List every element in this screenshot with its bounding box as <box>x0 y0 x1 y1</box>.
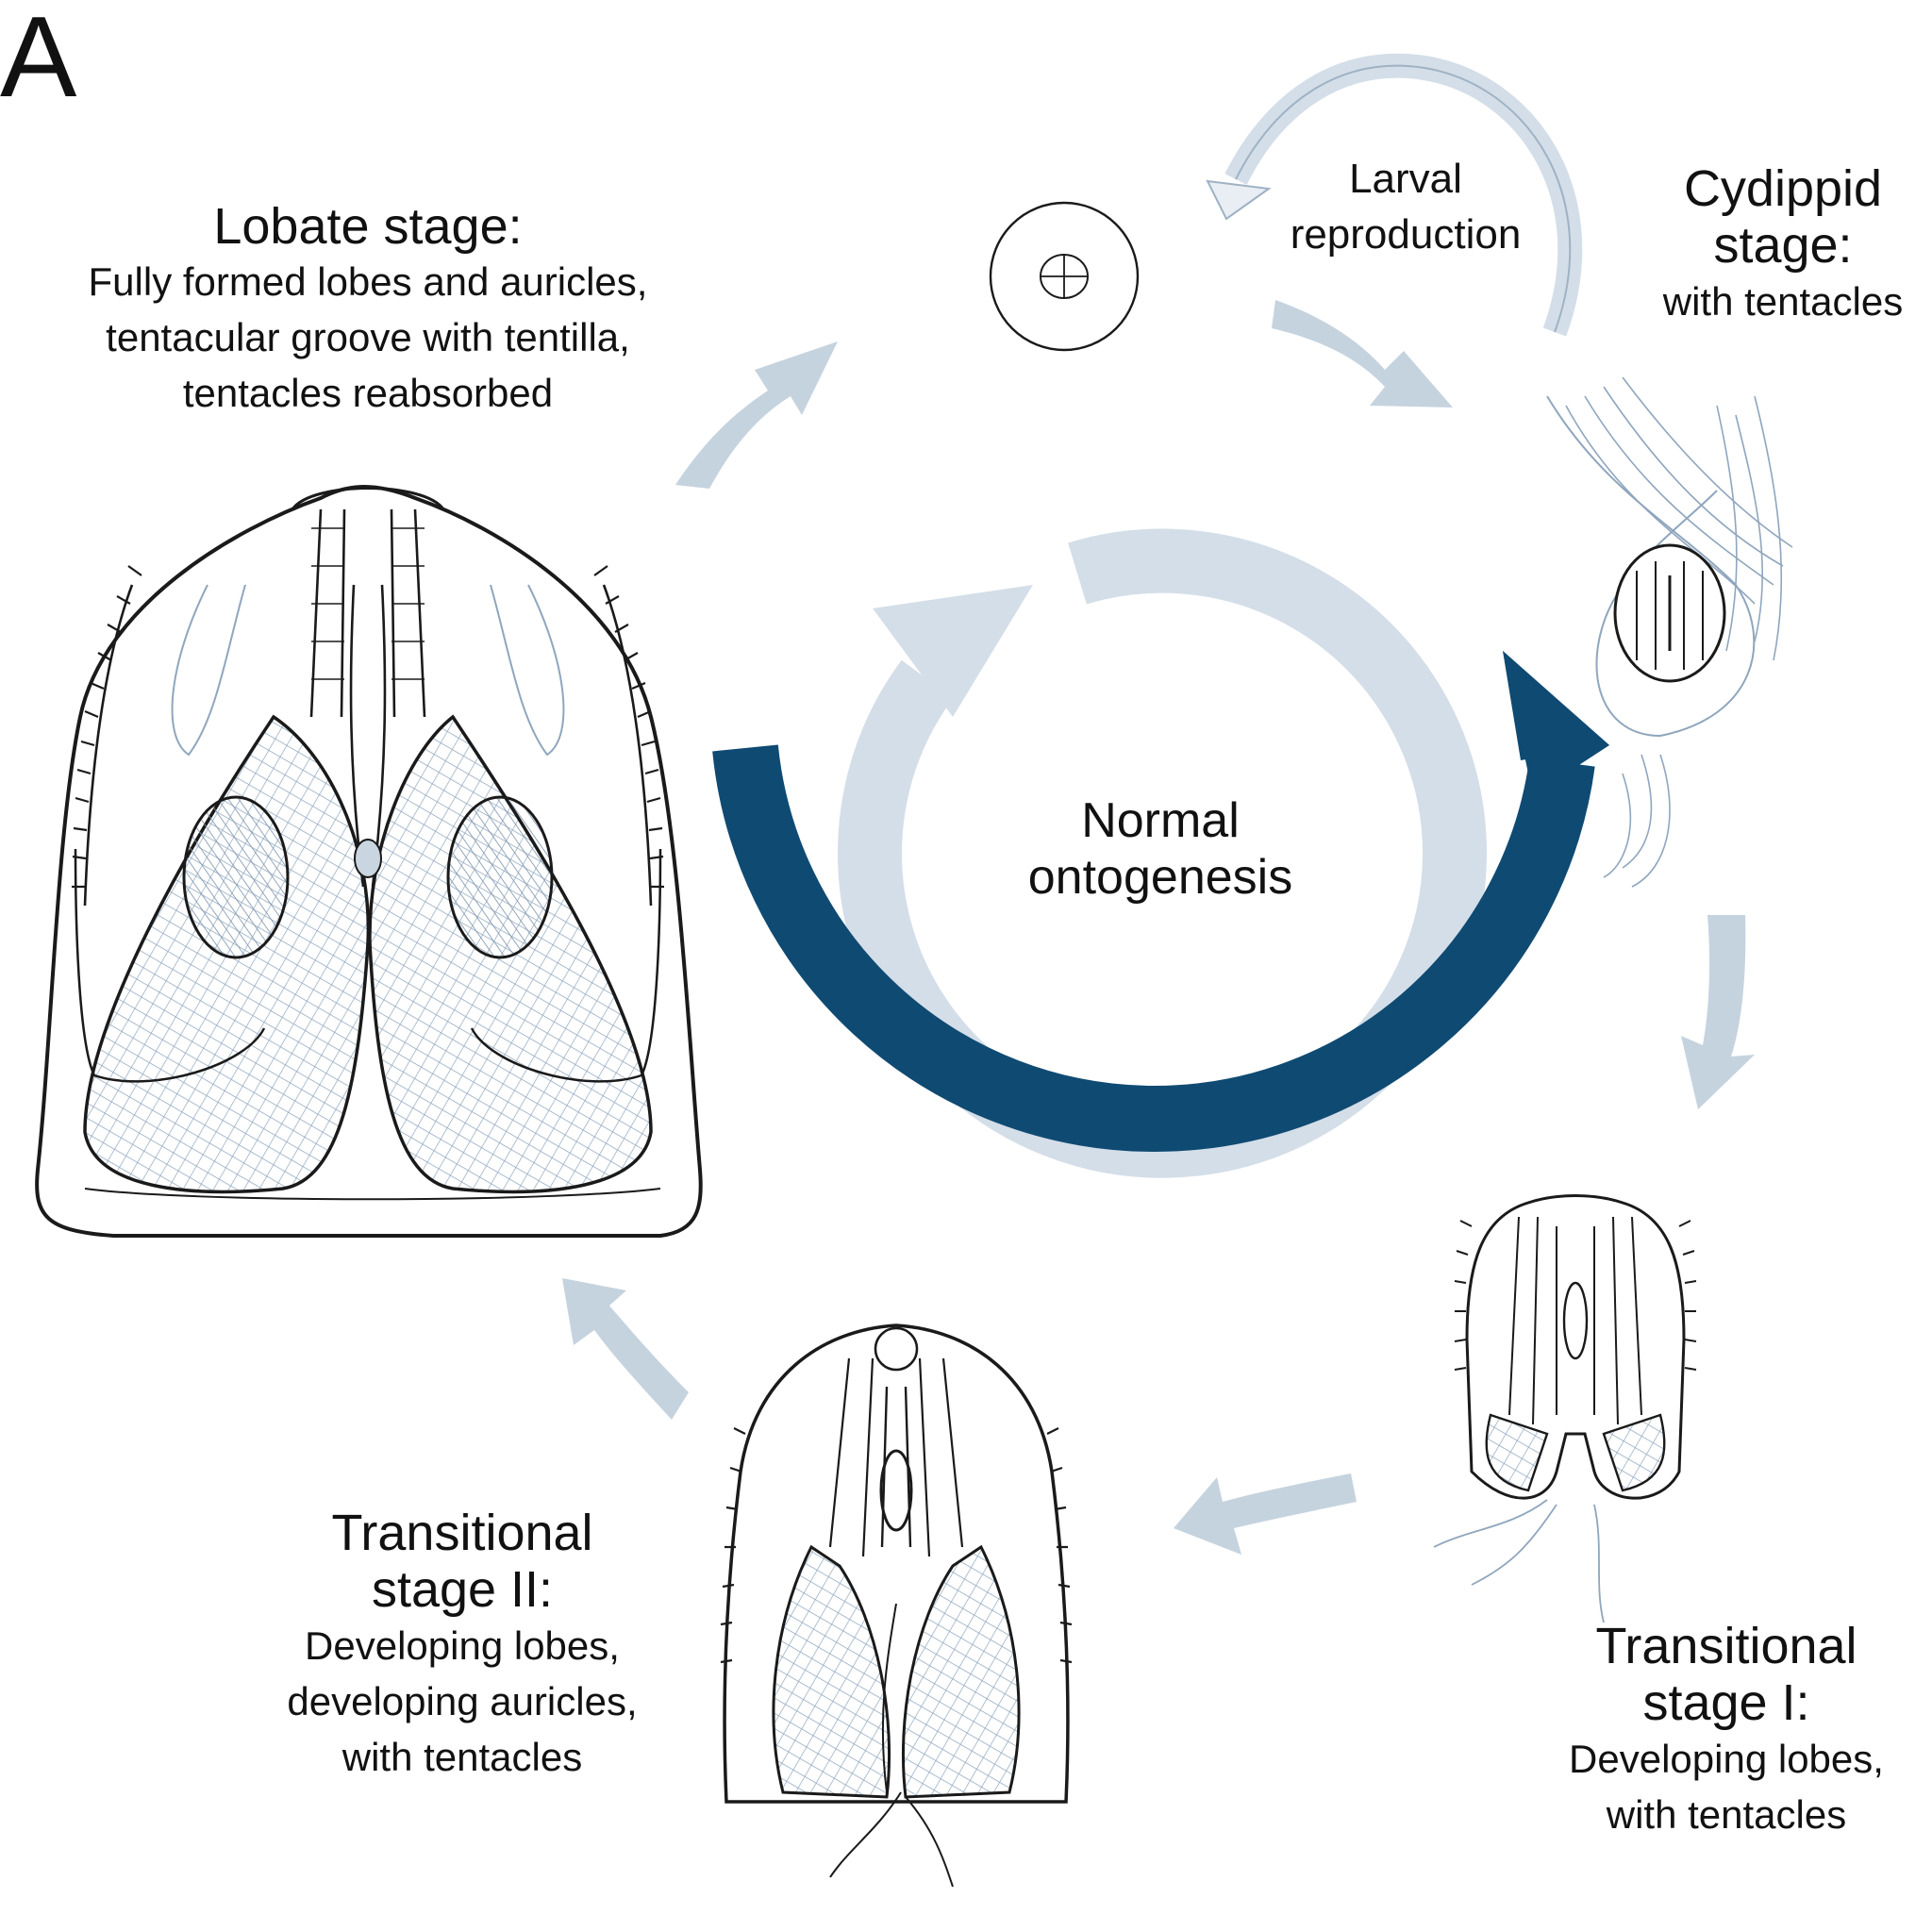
cydippid-title-line-2: stage: <box>1713 217 1853 275</box>
cydippid-stage-label: Cydippid stage: with tentacles <box>1623 160 1932 330</box>
cydippid-larva-icon <box>1546 376 1793 888</box>
lobate-desc-line-3: tentacles reabsorbed <box>182 371 554 416</box>
larval-line-2: reproduction <box>1290 211 1522 258</box>
center-line-2: ontogenesis <box>1027 850 1293 906</box>
transitional-two-icon <box>720 1323 1073 1888</box>
arrow-egg-to-cydippid-icon <box>1272 300 1453 408</box>
panel-label: A <box>0 0 77 121</box>
t1-desc-line-2: with tentacles <box>1606 1791 1847 1837</box>
cydippid-desc-line-1: with tentacles <box>1662 278 1904 324</box>
reverse-development-arc <box>712 651 1609 1152</box>
lobate-desc-line-2: tentacular groove with tentilla, <box>106 315 630 360</box>
t2-desc-line-3: with tentacles <box>341 1734 583 1779</box>
lobate-stage-label: Lobate stage: Fully formed lobes and aur… <box>38 198 698 422</box>
lobate-desc-line-1: Fully formed lobes and auricles, <box>88 259 648 305</box>
t2-desc-line-1: Developing lobes, <box>305 1623 620 1668</box>
transitional-two-label: Transitional stage II: Developing lobes,… <box>255 1505 670 1785</box>
arrow-t2-to-lobate-icon <box>562 1278 689 1420</box>
center-line-1: Normal <box>1081 793 1240 848</box>
lobate-ctenophore-icon <box>35 485 703 1238</box>
transitional-one-icon <box>1433 1194 1697 1623</box>
normal-ontogenesis-label: Normal ontogenesis <box>981 792 1340 907</box>
t2-desc-line-2: developing auricles, <box>287 1678 638 1723</box>
egg-icon <box>989 201 1140 352</box>
t2-title-line-1: Transitional <box>331 1505 593 1561</box>
larval-reproduction-arrow <box>1206 53 1583 337</box>
t1-desc-line-1: Developing lobes, <box>1569 1736 1884 1781</box>
arrow-t1-to-t2-icon <box>1174 1473 1357 1555</box>
cycle-arrowhead-icon <box>873 585 1033 717</box>
larval-reproduction-label: Larval reproduction <box>1264 151 1547 263</box>
larval-line-1: Larval <box>1349 156 1462 202</box>
t1-title-line-1: Transitional <box>1595 1618 1857 1674</box>
t1-title-line-2: stage I: <box>1642 1674 1810 1732</box>
larval-arrowhead-icon <box>1206 179 1272 221</box>
reverse-development-label: Reverse development <box>907 1164 1392 1280</box>
arrow-lobate-to-egg-icon <box>675 341 838 489</box>
cydippid-title-line-1: Cydippid <box>1683 160 1883 217</box>
arrow-cydippid-to-t1-icon <box>1681 915 1755 1109</box>
stage-arrows <box>562 300 1755 1555</box>
t2-title-line-2: stage II: <box>371 1561 554 1619</box>
lobate-stage-title: Lobate stage: <box>213 198 523 255</box>
transitional-one-label: Transitional stage I: Developing lobes, … <box>1528 1618 1924 1843</box>
